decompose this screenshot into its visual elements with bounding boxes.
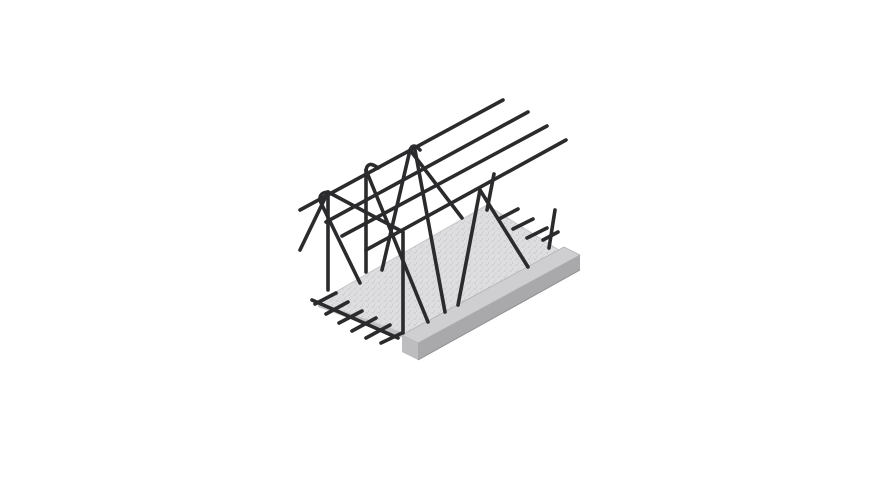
- diagonal-truss-bars: [320, 148, 557, 324]
- rail-edge-line: [417, 269, 581, 361]
- bottom-longitudinal-bar: [310, 298, 400, 340]
- top-longitudinal-bars: [298, 98, 568, 252]
- steel-rail: [401, 246, 581, 361]
- rail-side-face: [418, 255, 580, 360]
- top-hooks: [318, 144, 422, 207]
- rail-front-face: [402, 335, 418, 360]
- rebar-cage: [298, 98, 568, 345]
